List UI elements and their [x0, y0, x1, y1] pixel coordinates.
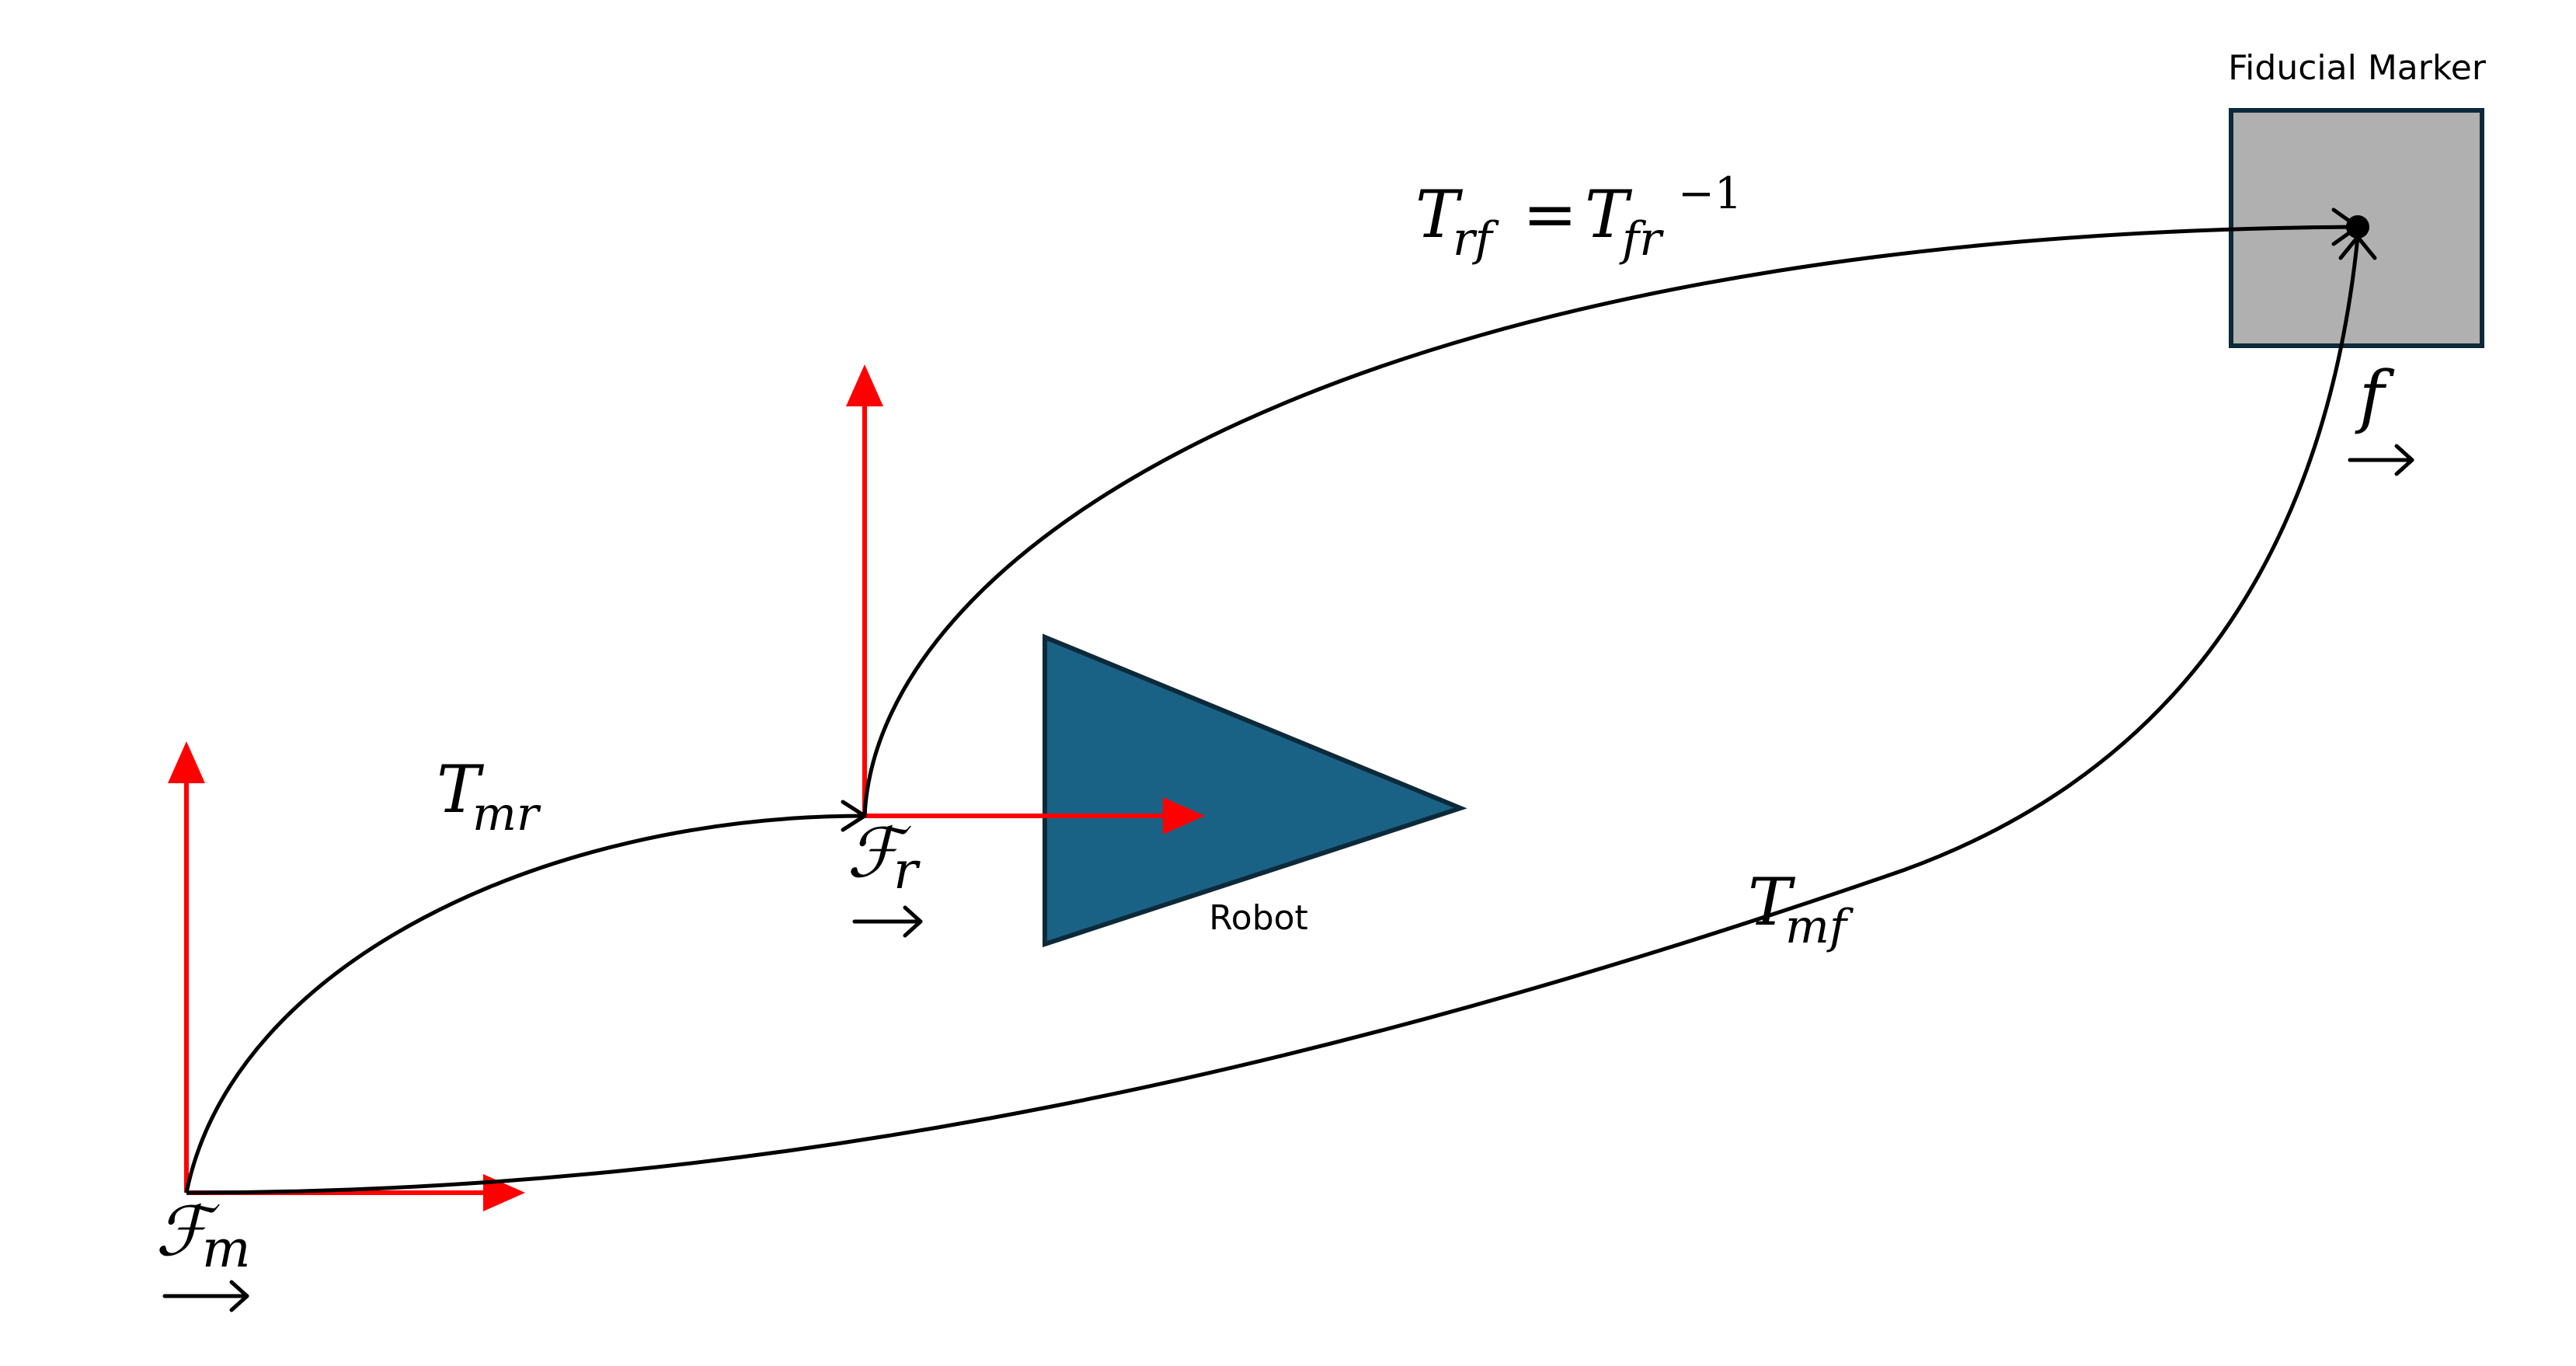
eq-t-rf-equals: =: [1523, 176, 1577, 253]
frame-robot-symbol: ℱ: [847, 813, 911, 893]
frame-label-robot: ℱ r: [847, 813, 923, 938]
eq-t-mr-base: T: [437, 751, 485, 828]
equation-t-mf: T mf: [1748, 864, 1854, 954]
frame-map-symbol: ℱ: [155, 1191, 220, 1271]
curve-t-mf: [186, 236, 2360, 1195]
frame-robot-sub: r: [893, 841, 921, 901]
equation-t-rf: T rf = T fr −1: [1415, 169, 1742, 267]
eq-t-fr-base: T: [1585, 176, 1633, 253]
fiducial-marker-label: Fiducial Marker: [2228, 48, 2487, 88]
curve-t-rf: [862, 225, 2358, 817]
eq-t-fr-sup: −1: [1678, 169, 1742, 219]
curve-t-mf-arrowhead: [2338, 235, 2377, 260]
eq-t-fr-sub: fr: [1619, 212, 1664, 267]
robot-shape: [1043, 633, 1467, 948]
curve-t-rf-arrowhead: [2331, 207, 2360, 246]
frame-map-sub: m: [202, 1219, 251, 1279]
frame-label-fiducial: f: [2348, 356, 2414, 476]
robot-label: Robot: [1209, 898, 1308, 938]
frame-robot-vector-arrow: [852, 905, 923, 938]
curve-t-mr: [184, 814, 865, 1194]
eq-t-mf-sub: mf: [1785, 900, 1854, 954]
eq-t-rf-base: T: [1415, 176, 1464, 253]
eq-t-mf-base: T: [1748, 864, 1796, 940]
frame-fiducial-symbol: f: [2355, 356, 2395, 436]
eq-t-mr-sub: mr: [472, 787, 541, 842]
eq-t-rf-sub: rf: [1453, 212, 1500, 267]
frame-label-map: ℱ m: [155, 1191, 251, 1312]
frame-map-vector-arrow: [162, 1280, 249, 1312]
frame-fiducial-vector-arrow: [2348, 444, 2414, 476]
equation-t-mr: T mr: [437, 751, 541, 842]
